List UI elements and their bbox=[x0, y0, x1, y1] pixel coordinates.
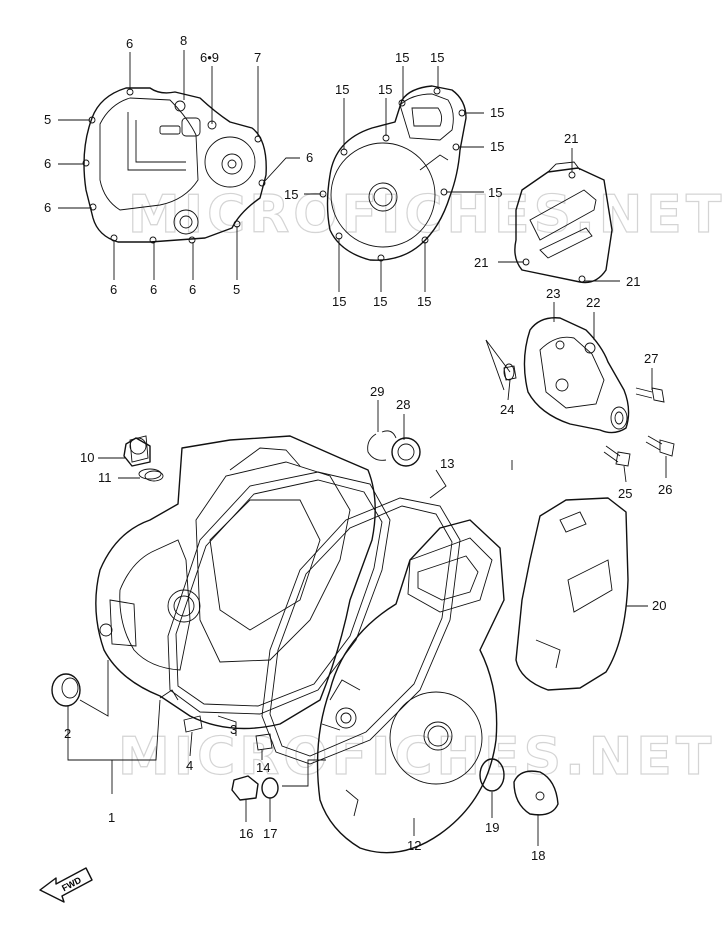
callout-21-a: 21 bbox=[564, 131, 578, 146]
callout-11: 11 bbox=[98, 470, 112, 485]
sprocket-cover-plate bbox=[514, 161, 613, 284]
callout-7: 7 bbox=[254, 50, 261, 65]
callout-6-g: 6 bbox=[306, 150, 313, 165]
callout-26: 26 bbox=[658, 482, 672, 497]
callout-15-c: 15 bbox=[395, 50, 409, 65]
circlip-29 bbox=[367, 430, 397, 461]
watermark-top: MICROFICHES.NET bbox=[128, 185, 722, 245]
callout-4: 4 bbox=[186, 758, 193, 773]
callout-15-a: 15 bbox=[335, 82, 349, 97]
callout-15-d: 15 bbox=[430, 50, 444, 65]
callout-19: 19 bbox=[485, 820, 499, 835]
callout-17: 17 bbox=[263, 826, 277, 841]
drain-plug-16 bbox=[231, 775, 259, 801]
callout-15-f: 15 bbox=[490, 139, 504, 154]
engine-sprocket-cover bbox=[515, 497, 629, 691]
gasket-right bbox=[261, 497, 461, 765]
watermark-bottom: MICROFICHES.NET bbox=[118, 727, 715, 787]
cap-18 bbox=[513, 770, 559, 816]
callout-6-c: 6 bbox=[44, 200, 51, 215]
callout-23: 23 bbox=[546, 286, 560, 301]
clutch-cover bbox=[82, 87, 267, 244]
callout-6-e: 6 bbox=[150, 282, 157, 297]
callout-15-e: 15 bbox=[490, 105, 504, 120]
callout-10: 10 bbox=[80, 450, 94, 465]
callout-15-k: 15 bbox=[417, 294, 431, 309]
callout-29: 29 bbox=[370, 384, 384, 399]
callout-6-d: 6 bbox=[110, 282, 117, 297]
callout-14: 14 bbox=[256, 760, 270, 775]
callout-22: 22 bbox=[586, 295, 600, 310]
callout-6-a: 6 bbox=[126, 36, 133, 51]
bolt-25 bbox=[603, 445, 631, 467]
callout-5-a: 5 bbox=[44, 112, 51, 127]
callout-27: 27 bbox=[644, 351, 658, 366]
oil-filler-plug bbox=[123, 437, 162, 480]
callout-8: 8 bbox=[180, 33, 187, 48]
callout-28: 28 bbox=[396, 397, 410, 412]
callout-24: 24 bbox=[500, 402, 514, 417]
callout-2: 2 bbox=[64, 726, 71, 741]
callout-1: 1 bbox=[108, 810, 115, 825]
crankcase bbox=[95, 435, 376, 730]
clutch-release-cylinder bbox=[503, 317, 630, 434]
callout-15-g: 15 bbox=[488, 185, 502, 200]
callout-15-i: 15 bbox=[332, 294, 346, 309]
callout-21-b: 21 bbox=[474, 255, 488, 270]
bolt-26 bbox=[645, 435, 675, 457]
dowel-pin-14 bbox=[255, 733, 273, 751]
forward-direction-arrow: FWD bbox=[39, 867, 93, 903]
callout-6-9: 6•9 bbox=[200, 50, 219, 65]
callout-15-h: 15 bbox=[284, 187, 298, 202]
callout-15-j: 15 bbox=[373, 294, 387, 309]
callout-15-b: 15 bbox=[378, 82, 392, 97]
callout-3: 3 bbox=[230, 722, 237, 737]
callout-12: 12 bbox=[407, 838, 421, 853]
callout-16: 16 bbox=[239, 826, 253, 841]
plug-2 bbox=[51, 673, 81, 707]
leader-lines bbox=[58, 50, 667, 846]
callout-21-c: 21 bbox=[626, 274, 640, 289]
gasket-left bbox=[167, 471, 391, 715]
bearing-28 bbox=[391, 437, 421, 467]
callout-6-b: 6 bbox=[44, 156, 51, 171]
right-crankcase-cover bbox=[316, 519, 505, 854]
callout-labels: 6 8 6•9 7 5 6 6 6 6 6 6 5 15 15 15 15 15… bbox=[44, 33, 672, 863]
dowel-pin-4 bbox=[183, 715, 203, 733]
callout-5-b: 5 bbox=[233, 282, 240, 297]
callout-6-f: 6 bbox=[189, 282, 196, 297]
callout-20: 20 bbox=[652, 598, 666, 613]
callout-25: 25 bbox=[618, 486, 632, 501]
bolt-27 bbox=[635, 387, 665, 403]
callout-18: 18 bbox=[531, 848, 545, 863]
callout-13: 13 bbox=[440, 456, 454, 471]
o-ring-19 bbox=[479, 758, 505, 792]
